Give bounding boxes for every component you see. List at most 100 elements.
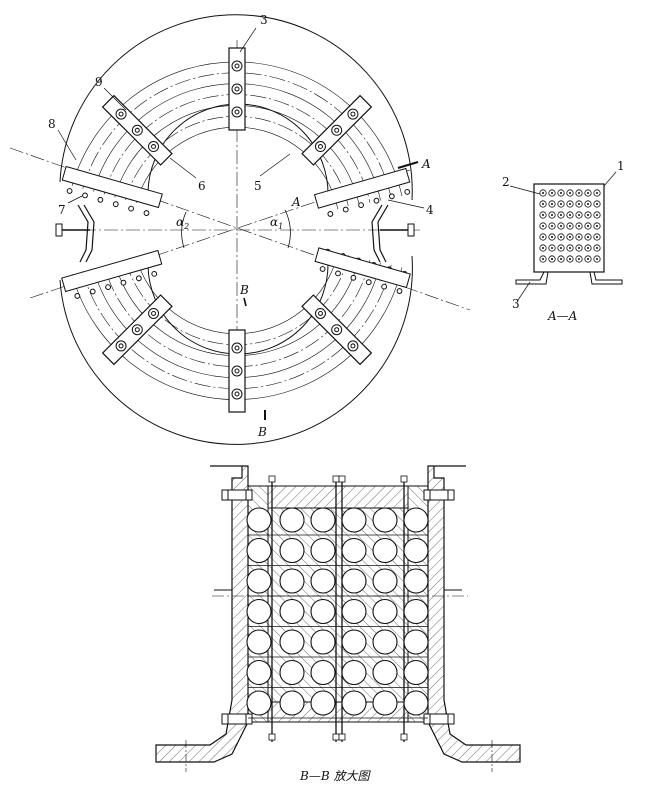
aa-conductor [557, 189, 565, 197]
bolt-nut [347, 108, 359, 120]
clamp-bar [228, 329, 246, 413]
bolt-nut [231, 342, 243, 354]
bb-conductor [279, 598, 305, 625]
bb-conductor [279, 659, 305, 686]
aa-label-2: 2 [502, 175, 510, 189]
aa-conductor [548, 244, 556, 252]
aa-conductor [593, 211, 601, 219]
aa-conductor [557, 200, 565, 208]
bb-conductor [372, 690, 398, 716]
bb-conductor [403, 507, 429, 533]
bb-conductor [403, 568, 429, 594]
bolt-nut [231, 365, 243, 377]
aa-conductor [539, 200, 547, 208]
aa-conductor [566, 200, 574, 208]
bb-conductor [310, 629, 336, 655]
aa-conductor [584, 211, 592, 219]
bb-conductor [341, 507, 367, 533]
bb-conductor [310, 507, 336, 533]
bolt-nut [115, 340, 127, 352]
section-bb-view [155, 465, 521, 772]
aa-conductor [566, 222, 574, 230]
aa-conductor-grid [539, 189, 601, 263]
alpha1-arc [284, 209, 291, 249]
bb-conductor [403, 690, 429, 716]
bb-conductor [310, 598, 336, 625]
bb-conductor [310, 659, 336, 686]
bb-conductor [279, 537, 305, 564]
aa-conductor [548, 211, 556, 219]
leader-6 [169, 157, 197, 179]
bb-conductor [403, 629, 429, 655]
bb-conductor [279, 507, 305, 533]
bb-conductor [403, 659, 429, 686]
bb-conductor [372, 629, 398, 655]
bolt-nut [314, 141, 326, 153]
label-4: 4 [426, 203, 434, 217]
bolt-nut [314, 307, 326, 319]
aa-conductor [566, 211, 574, 219]
bb-bolt [221, 489, 253, 501]
aa-conductor [557, 222, 565, 230]
bb-bolt [423, 713, 455, 725]
ring-view [9, 14, 471, 445]
aa-conductor [548, 222, 556, 230]
aa-conductor [584, 233, 592, 241]
section-b-mark-top [243, 297, 247, 307]
bb-conductor [310, 568, 336, 594]
bb-conductor [341, 598, 367, 625]
alpha1-label: α1 [270, 215, 283, 231]
aa-conductor [548, 233, 556, 241]
aa-conductor [539, 255, 547, 263]
bb-conductor [372, 598, 398, 625]
aa-conductor [566, 233, 574, 241]
bb-conductor [246, 629, 272, 655]
bolt-nut [131, 124, 143, 136]
bb-conductor [279, 690, 305, 716]
bb-conductor [341, 629, 367, 655]
ring-outer-lower [59, 255, 413, 445]
aa-conductor [593, 200, 601, 208]
bb-conductor [310, 690, 336, 716]
aa-conductor [539, 189, 547, 197]
bolt-nut [331, 324, 343, 336]
aa-foot-left [515, 271, 549, 285]
right-tie-rod [371, 204, 383, 263]
bolt-nut [231, 388, 243, 400]
clamp-bar [101, 294, 173, 366]
left-lower-plate [61, 249, 163, 293]
bb-conductor [372, 507, 398, 533]
aa-leader-3 [517, 281, 531, 301]
bb-conductor [403, 537, 429, 564]
bb-conductor [310, 537, 336, 564]
left-tie-rod [77, 204, 89, 263]
aa-label-3: 3 [512, 297, 520, 311]
bb-top-bar [267, 485, 409, 509]
aa-conductor [575, 189, 583, 197]
ring-outer-upper [59, 14, 413, 201]
left-tie-rod-2 [83, 204, 95, 263]
aa-conductor [548, 200, 556, 208]
aa-labels: 1 2 3 A—A [502, 159, 625, 323]
label-7: 7 [58, 203, 66, 217]
aa-conductor [566, 255, 574, 263]
bb-conductor [279, 629, 305, 655]
label-8: 8 [48, 117, 56, 131]
aa-conductor [593, 255, 601, 263]
alpha2-label: α2 [176, 215, 189, 231]
aa-conductor [593, 222, 601, 230]
winding-arc [82, 264, 392, 389]
aa-conductor [557, 255, 565, 263]
bb-conductor [341, 659, 367, 686]
aa-conductor [539, 244, 547, 252]
bb-conductor [246, 690, 272, 716]
leader-9 [103, 87, 127, 111]
right-handle-knob [407, 223, 415, 237]
section-b-bottom: B [257, 425, 267, 439]
bolt-nut [131, 324, 143, 336]
ring-labels: 3 9 8 6 5 7 4 A A B B α1 α2 [48, 13, 434, 439]
aa-conductor [557, 233, 565, 241]
clamp-bar [228, 47, 246, 131]
bb-conductor [246, 568, 272, 594]
section-aa-view [509, 171, 623, 301]
